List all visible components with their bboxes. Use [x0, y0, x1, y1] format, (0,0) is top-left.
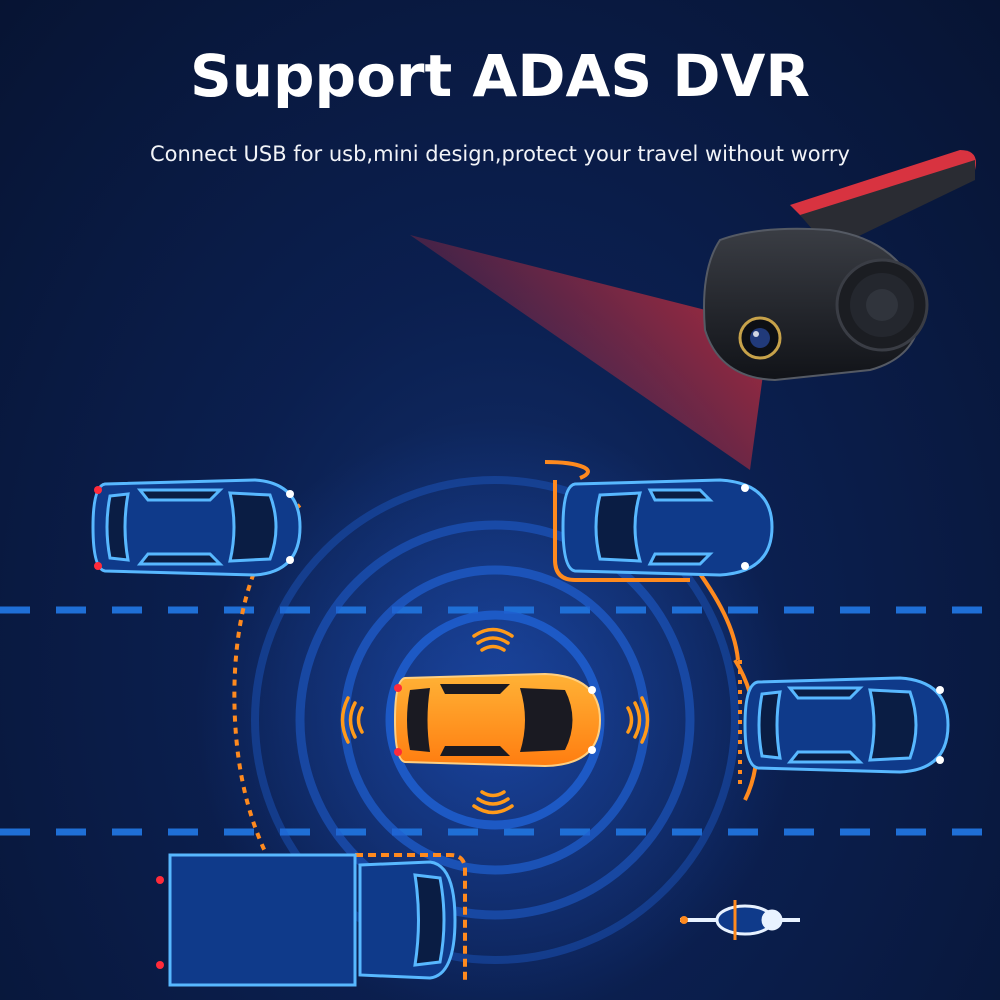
ego-car-icon — [393, 672, 602, 768]
dash-camera-icon — [703, 150, 976, 382]
radar-rings — [251, 476, 739, 964]
car-icon — [561, 478, 774, 577]
page-title: Support ADAS DVR — [189, 42, 811, 110]
car-icon — [91, 478, 302, 577]
car-icon — [743, 676, 950, 774]
motorcycle-icon — [680, 900, 800, 940]
camera-beam — [410, 235, 765, 470]
truck-icon — [156, 853, 457, 987]
sensor-wave-icon — [340, 627, 650, 815]
page-subtitle: Connect USB for usb,mini design,protect … — [150, 142, 850, 166]
